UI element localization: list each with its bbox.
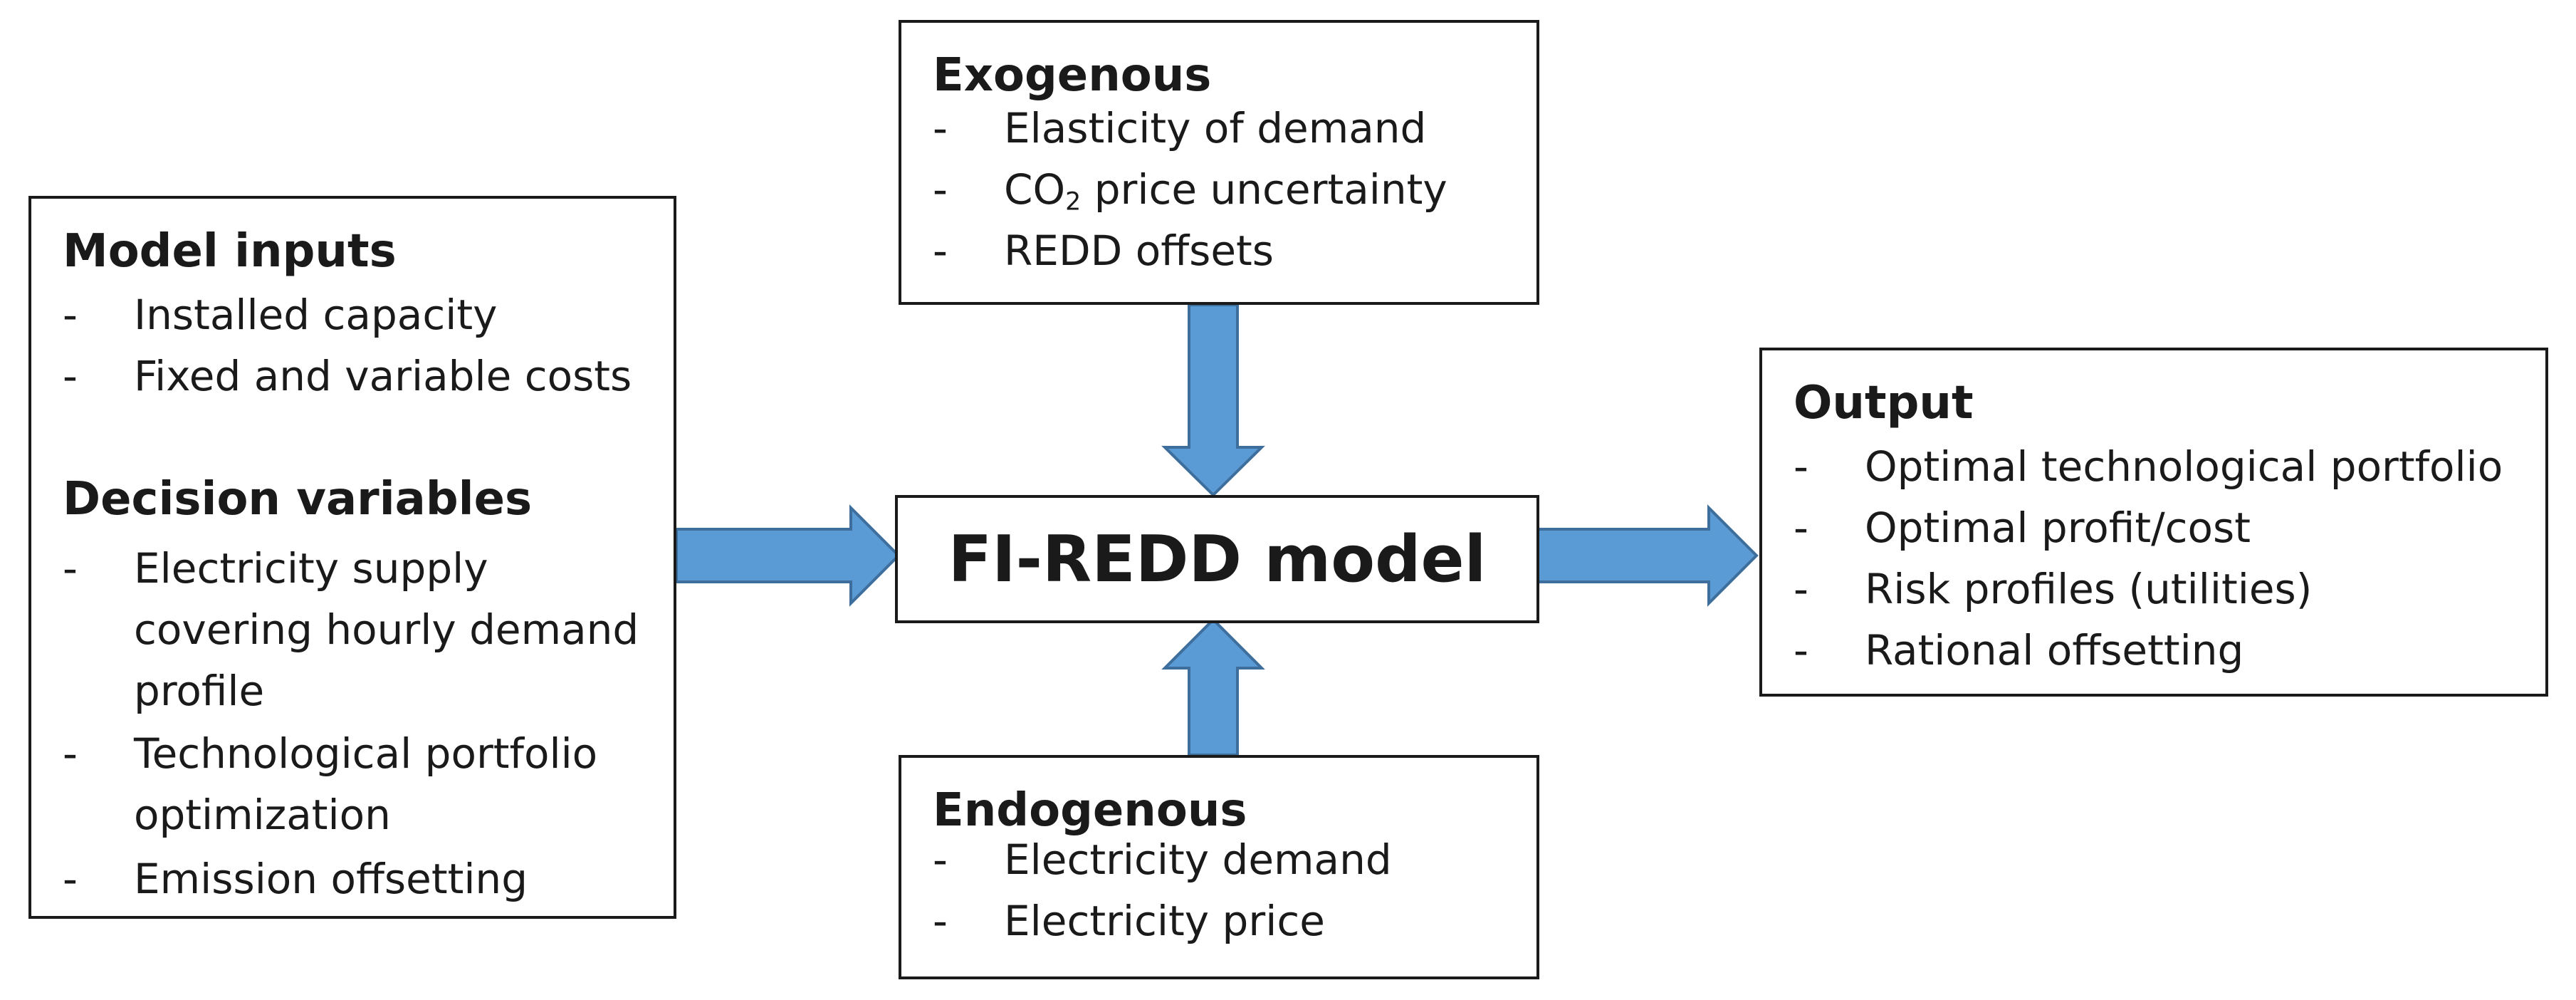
exogenous-elasticity: Elasticity of demand <box>1004 104 1427 152</box>
co2-suffix: price uncertainty <box>1081 165 1447 214</box>
exogenous-co2-price: CO2 price uncertainty <box>1004 159 1447 233</box>
list-item: - Technological portfolio optimization <box>63 723 654 845</box>
bullet-dash: - <box>933 835 948 884</box>
endogenous-box: Endogenous - Electricity demand - Electr… <box>899 755 1539 979</box>
bullet-dash: - <box>63 855 78 903</box>
output-risk-profiles: Risk profiles (utilities) <box>1865 565 2313 613</box>
output-optimal-profit: Optimal profit/cost <box>1865 504 2251 552</box>
inputs-box: Model inputs - Installed capacity - Fixe… <box>28 196 676 919</box>
output-rational-offsetting: Rational offsetting <box>1865 626 2244 675</box>
decision-emission-offsetting: Emission offsetting <box>134 855 528 903</box>
model-input-installed-capacity: Installed capacity <box>134 291 498 339</box>
bullet-dash: - <box>1794 504 1808 552</box>
bullet-dash: - <box>1794 442 1808 491</box>
bullet-dash: - <box>1794 565 1808 613</box>
arrow-endogenous-to-model <box>1161 618 1265 756</box>
arrow-model-to-output <box>1535 504 1759 607</box>
co2-label: CO <box>1004 165 1066 214</box>
arrow-exogenous-to-model <box>1161 303 1265 497</box>
model-box: FI-REDD model <box>895 495 1539 623</box>
decision-electricity-supply: Electricity supply covering hourly deman… <box>134 544 639 715</box>
output-title: Output <box>1794 377 1974 429</box>
output-box: Output - Optimal technological portfolio… <box>1759 348 2548 697</box>
model-inputs-title: Model inputs <box>63 225 397 278</box>
model-title: FI-REDD model <box>948 521 1487 597</box>
endogenous-electricity-price: Electricity price <box>1004 897 1325 945</box>
exogenous-redd-offsets: REDD offsets <box>1004 226 1274 275</box>
bullet-dash: - <box>63 291 78 339</box>
endogenous-title: Endogenous <box>933 784 1247 837</box>
co2-subscript: 2 <box>1065 187 1082 217</box>
bullet-dash: - <box>933 104 948 152</box>
arrow-inputs-to-model <box>675 504 901 607</box>
bullet-dash: - <box>63 544 78 593</box>
bullet-dash: - <box>933 226 948 275</box>
exogenous-box: Exogenous - Elasticity of demand - CO2 p… <box>899 20 1539 305</box>
endogenous-electricity-demand: Electricity demand <box>1004 835 1392 884</box>
model-input-costs: Fixed and variable costs <box>134 352 632 400</box>
list-item: - Electricity supply covering hourly dem… <box>63 538 654 723</box>
bullet-dash: - <box>63 352 78 400</box>
decision-technological-portfolio: Technological portfolio optimization <box>134 729 598 839</box>
bullet-dash: - <box>933 897 948 945</box>
bullet-dash: - <box>933 165 948 214</box>
decision-variables-title: Decision variables <box>63 473 533 526</box>
output-optimal-portfolio: Optimal technological portfolio <box>1865 442 2503 491</box>
exogenous-title: Exogenous <box>933 49 1212 102</box>
bullet-dash: - <box>63 729 78 778</box>
bullet-dash: - <box>1794 626 1808 675</box>
